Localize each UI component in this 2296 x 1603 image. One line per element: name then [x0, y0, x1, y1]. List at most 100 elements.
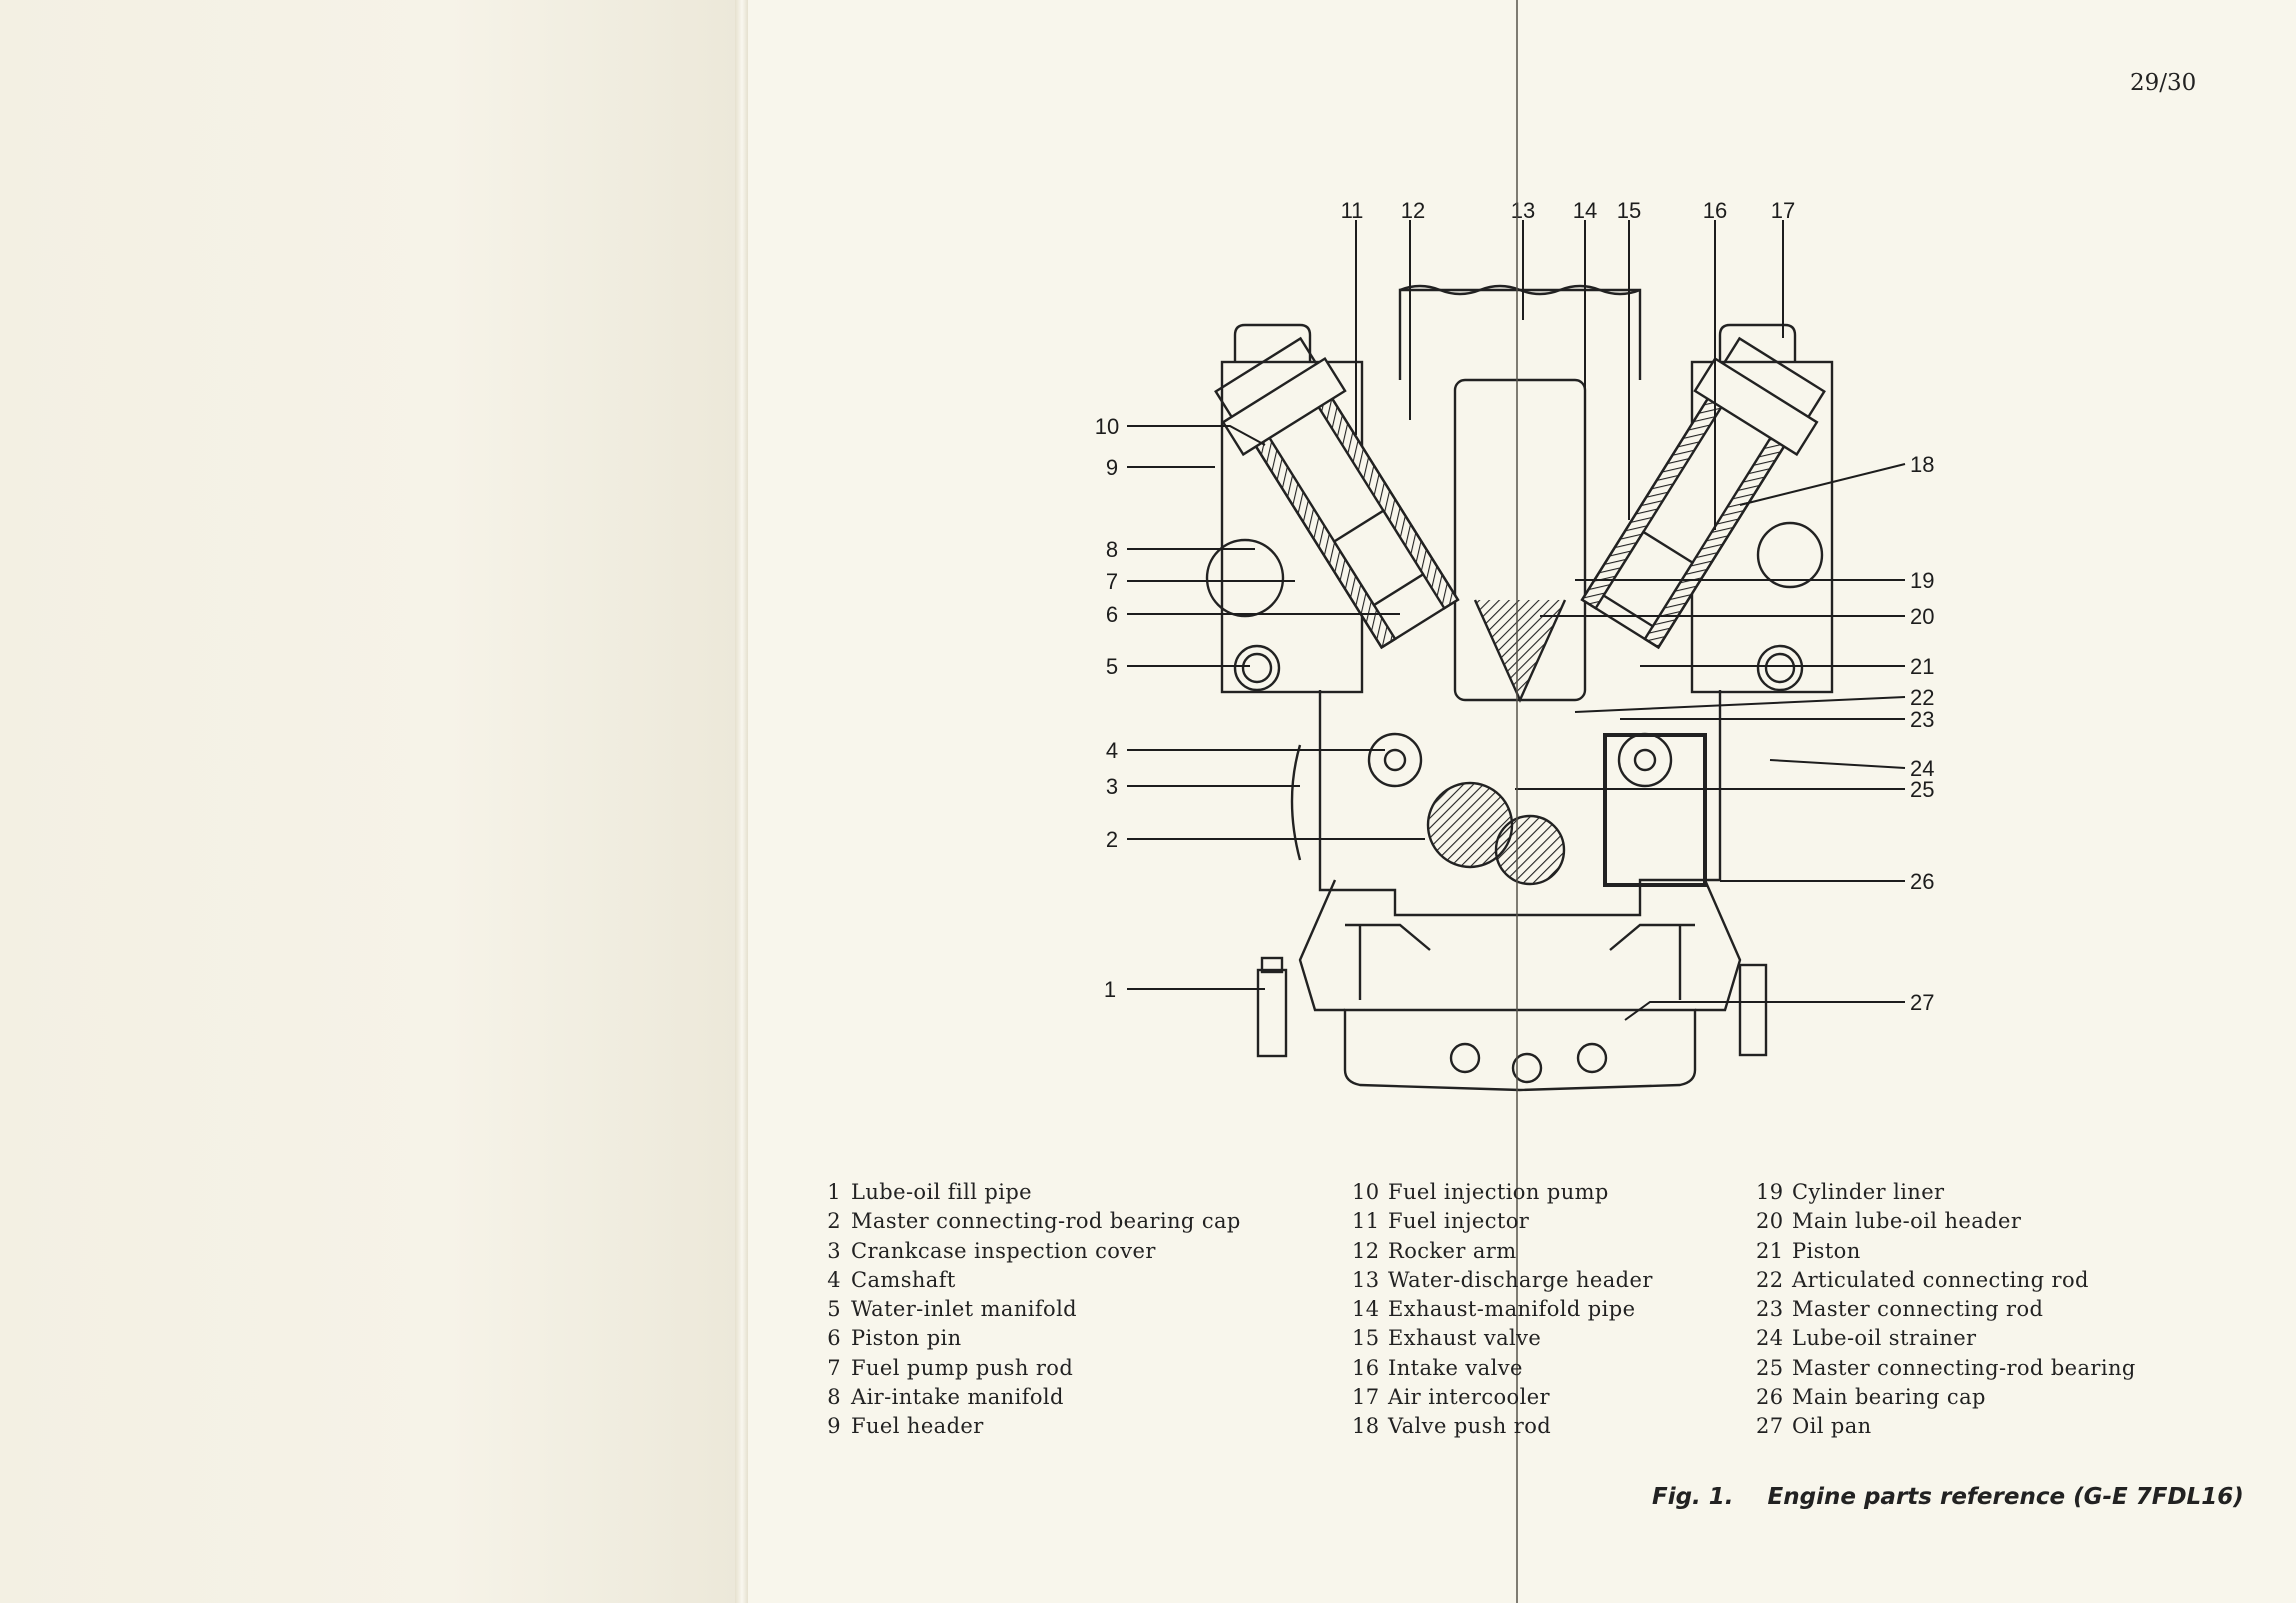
callout-labels: 1 2 3 4 5 6 7 8 9 10 11 12 13 14 15 16 1…: [1095, 198, 1935, 1015]
legend-number: 3: [827, 1238, 841, 1263]
legend-number: 14: [1352, 1297, 1380, 1322]
legend-text: Master connecting-rod bearing: [1792, 1355, 2136, 1380]
legend-item: 23 Master connecting rod: [1756, 1295, 2136, 1324]
legend-number: 8: [827, 1385, 841, 1410]
legend-text: Fuel injection pump: [1388, 1180, 1609, 1204]
legend-number: 1: [827, 1180, 841, 1204]
callout-12: 12: [1401, 198, 1425, 223]
legend-column-1: 1 Lube-oil fill pipe 2 Master connecting-r…: [815, 1178, 1241, 1442]
legend-number: 22: [1756, 1267, 1784, 1292]
legend-item: 6 Piston pin: [815, 1324, 1241, 1353]
legend-text: Articulated connecting rod: [1792, 1267, 2089, 1292]
legend-number: 13: [1352, 1267, 1380, 1292]
callout-21: 21: [1910, 654, 1934, 679]
legend-text: Air-intake manifold: [851, 1385, 1064, 1410]
legend-item: 17 Air intercooler: [1352, 1383, 1653, 1412]
legend-number: 15: [1352, 1326, 1380, 1351]
legend-item: 14 Exhaust-manifold pipe: [1352, 1295, 1653, 1324]
legend-number: 23: [1756, 1297, 1784, 1322]
legend-item: 25 Master connecting-rod bearing: [1756, 1354, 2136, 1383]
legend-number: 6: [827, 1326, 841, 1351]
leader-lines: [1127, 220, 1906, 1021]
air-intake-manifold-left: [1205, 538, 1285, 618]
legend-item: 1 Lube-oil fill pipe: [815, 1178, 1241, 1207]
legend-text: Piston: [1792, 1238, 1861, 1263]
legend-item: 18 Valve push rod: [1352, 1412, 1653, 1441]
legend-number: 17: [1352, 1385, 1380, 1410]
callout-2: 2: [1106, 827, 1118, 852]
left-page: [0, 0, 745, 1603]
legend-text: Exhaust-manifold pipe: [1388, 1297, 1636, 1322]
callout-9: 9: [1106, 455, 1118, 480]
callout-16: 16: [1703, 198, 1727, 223]
legend-item: 3 Crankcase inspection cover: [815, 1237, 1241, 1266]
figure-title: Engine parts reference (G-E 7FDL16): [1767, 1484, 2244, 1510]
legend-text: Master connecting-rod bearing cap: [851, 1209, 1241, 1234]
legend-number: 19: [1756, 1180, 1784, 1204]
callout-23: 23: [1910, 707, 1934, 732]
callout-4: 4: [1106, 738, 1118, 763]
page-fold-line: [1516, 0, 1518, 1603]
callout-3: 3: [1106, 774, 1118, 799]
callout-11: 11: [1341, 198, 1364, 223]
legend-text: Valve push rod: [1388, 1414, 1552, 1439]
legend-number: 9: [827, 1414, 841, 1439]
callout-7: 7: [1106, 569, 1118, 594]
legend-item: 27 Oil pan: [1756, 1412, 2136, 1441]
legend-text: Air intercooler: [1388, 1385, 1550, 1410]
legend-text: Main lube-oil header: [1792, 1209, 2022, 1234]
legend-text: Camshaft: [851, 1267, 956, 1292]
legend-item: 15 Exhaust valve: [1352, 1324, 1653, 1353]
callout-5: 5: [1106, 654, 1118, 679]
legend-text: Oil pan: [1792, 1414, 1872, 1439]
callout-26: 26: [1910, 869, 1934, 894]
legend-item: 20 Main lube-oil header: [1756, 1207, 2136, 1236]
callout-27: 27: [1910, 990, 1934, 1015]
legend-text: Fuel injector: [1388, 1209, 1530, 1234]
figure-number: Fig. 1.: [1652, 1484, 1734, 1510]
legend-item: 24 Lube-oil strainer: [1756, 1324, 2136, 1353]
legend-item: 2 Master connecting-rod bearing cap: [815, 1207, 1241, 1236]
legend-number: 7: [827, 1355, 841, 1380]
callout-8: 8: [1106, 537, 1118, 562]
legend-number: 10: [1352, 1180, 1380, 1204]
legend-text: Fuel pump push rod: [851, 1355, 1074, 1380]
legend-number: 2: [827, 1209, 841, 1234]
legend-text: Lube-oil strainer: [1792, 1326, 1977, 1351]
legend-text: Piston pin: [851, 1326, 962, 1351]
legend-number: 26: [1756, 1385, 1784, 1410]
callout-22: 22: [1910, 685, 1934, 710]
callout-1: 1: [1104, 977, 1116, 1002]
legend-text: Water-inlet manifold: [851, 1297, 1078, 1322]
callout-20: 20: [1910, 604, 1934, 629]
legend-number: 27: [1756, 1414, 1784, 1439]
legend-text: Fuel header: [851, 1414, 984, 1439]
legend-text: Lube-oil fill pipe: [851, 1180, 1033, 1204]
legend-item: 13 Water-discharge header: [1352, 1266, 1653, 1295]
callout-6: 6: [1106, 602, 1118, 627]
engine-drawing: [1205, 284, 1834, 1092]
legend-text: Water-discharge header: [1388, 1267, 1653, 1292]
figure-caption: Fig. 1. Engine parts reference (G-E 7FDL1…: [1652, 1484, 2244, 1510]
legend-text: Master connecting rod: [1792, 1297, 2044, 1322]
legend-number: 21: [1756, 1238, 1784, 1263]
callout-10: 10: [1095, 414, 1119, 439]
legend-number: 11: [1352, 1209, 1380, 1234]
callout-19: 19: [1910, 568, 1934, 593]
legend-number: 16: [1352, 1355, 1380, 1380]
legend-item: 19 Cylinder liner: [1756, 1178, 2136, 1207]
legend-number: 20: [1756, 1209, 1784, 1234]
legend-text: Exhaust valve: [1388, 1326, 1542, 1351]
legend-text: Cylinder liner: [1792, 1180, 1945, 1204]
legend-number: 25: [1756, 1355, 1784, 1380]
legend-number: 18: [1352, 1414, 1380, 1439]
legend-text: Crankcase inspection cover: [851, 1238, 1156, 1263]
callout-13: 13: [1511, 198, 1535, 223]
legend-number: 24: [1756, 1326, 1784, 1351]
